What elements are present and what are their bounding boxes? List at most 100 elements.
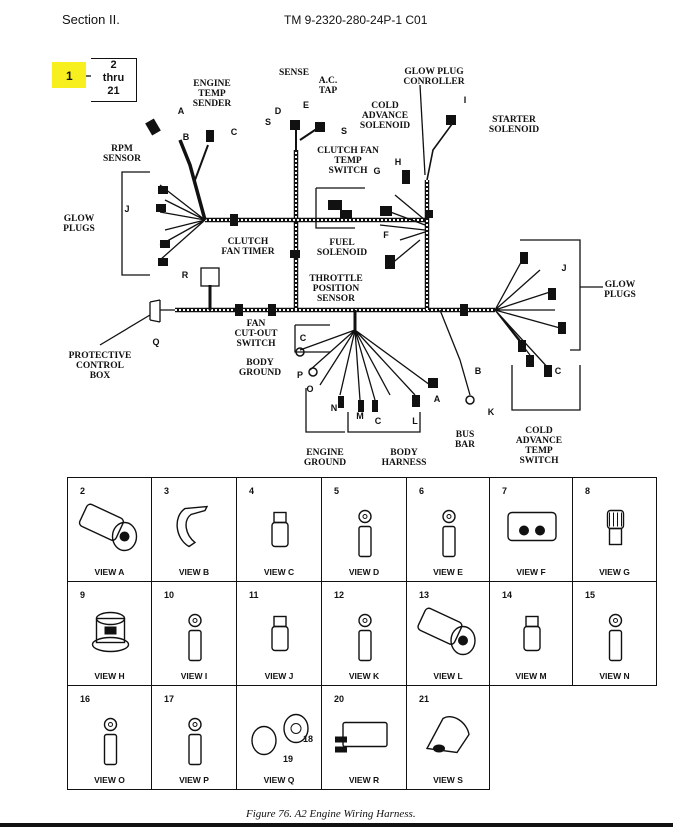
figure-caption: Figure 76. A2 Engine Wiring Harness. (246, 808, 416, 820)
view-label: VIEW F (516, 567, 546, 577)
view-item-number: 3 (164, 486, 170, 496)
document-id: TM 9-2320-280-24P-1 C01 (284, 13, 428, 27)
letter-r: R (182, 270, 189, 280)
letter-k: K (488, 407, 495, 417)
view-label: VIEW K (348, 671, 380, 681)
page-bottom-rule (0, 823, 673, 827)
view-item-number: 13 (419, 590, 430, 600)
view-label: VIEW C (263, 567, 295, 577)
view-label: VIEW O (94, 775, 125, 785)
boot-connector-icon (523, 615, 541, 652)
label-sense: SENSE (279, 68, 309, 78)
view-label: VIEW E (433, 567, 463, 577)
view-label: VIEW S (433, 775, 463, 785)
view-label: VIEW H (94, 671, 125, 681)
letter-a-2: A (434, 394, 441, 404)
letter-n: N (331, 403, 338, 413)
view-label: VIEW R (348, 775, 380, 785)
letter-m: M (356, 411, 364, 421)
letter-j-2: J (561, 263, 566, 273)
ring-terminal-icon (358, 613, 372, 662)
letter-d: D (275, 106, 282, 116)
letter-s-1: S (265, 117, 271, 127)
view-item-number: 18 (302, 734, 313, 744)
callout-highlight (52, 62, 86, 88)
clip-icon (176, 505, 209, 548)
cap-icon (425, 716, 470, 754)
letter-b-2: B (475, 366, 482, 376)
socket-connector-icon (91, 611, 130, 653)
letter-c-4: C (555, 366, 562, 376)
letter-s-2: S (341, 126, 347, 136)
view-item-number: 4 (249, 486, 255, 496)
letter-j-1: J (124, 204, 129, 214)
timer-module-icon (335, 721, 388, 753)
letter-o: O (306, 384, 313, 394)
view-item-number: 20 (334, 694, 345, 704)
two-pin-connector-icon (507, 511, 557, 542)
bullet-connector-icon (417, 607, 476, 656)
ring-terminal-icon (442, 509, 456, 558)
ring-terminal-icon (608, 613, 623, 662)
view-item-number: 9 (80, 590, 86, 600)
callout-item-number: 1 (66, 69, 73, 83)
letter-g: G (373, 166, 380, 176)
view-label: VIEW G (599, 567, 630, 577)
boot-connector-icon (271, 511, 289, 548)
ring-terminal-icon (358, 509, 372, 558)
ring-terminal-icon (188, 717, 202, 766)
view-item-number: 17 (164, 694, 175, 704)
letter-h: H (395, 157, 402, 167)
view-item-number: 21 (419, 694, 430, 704)
boot-connector-icon (271, 615, 289, 652)
letter-e: E (303, 100, 309, 110)
view-label: VIEW Q (263, 775, 295, 785)
view-label: VIEW B (178, 567, 210, 577)
letter-c-3: C (375, 416, 382, 426)
view-label: VIEW P (179, 775, 209, 785)
view-item-number: 8 (585, 486, 591, 496)
view-item-number: 6 (419, 486, 425, 496)
view-item-number: 14 (502, 590, 513, 600)
letter-p: P (297, 370, 303, 380)
view-item-number: 15 (585, 590, 596, 600)
letter-i: I (464, 95, 467, 105)
callout-range-mid: thru (102, 72, 125, 84)
callout-range-top: 2 (110, 59, 117, 71)
letter-f: F (383, 230, 389, 240)
view-label: VIEW J (264, 671, 294, 681)
label-ac-tap: A.C.TAP (319, 76, 338, 96)
view-label: VIEW I (180, 671, 208, 681)
bullet-connector-icon (78, 503, 138, 552)
view-item-number: 11 (249, 590, 259, 600)
letter-l: L (412, 416, 418, 426)
